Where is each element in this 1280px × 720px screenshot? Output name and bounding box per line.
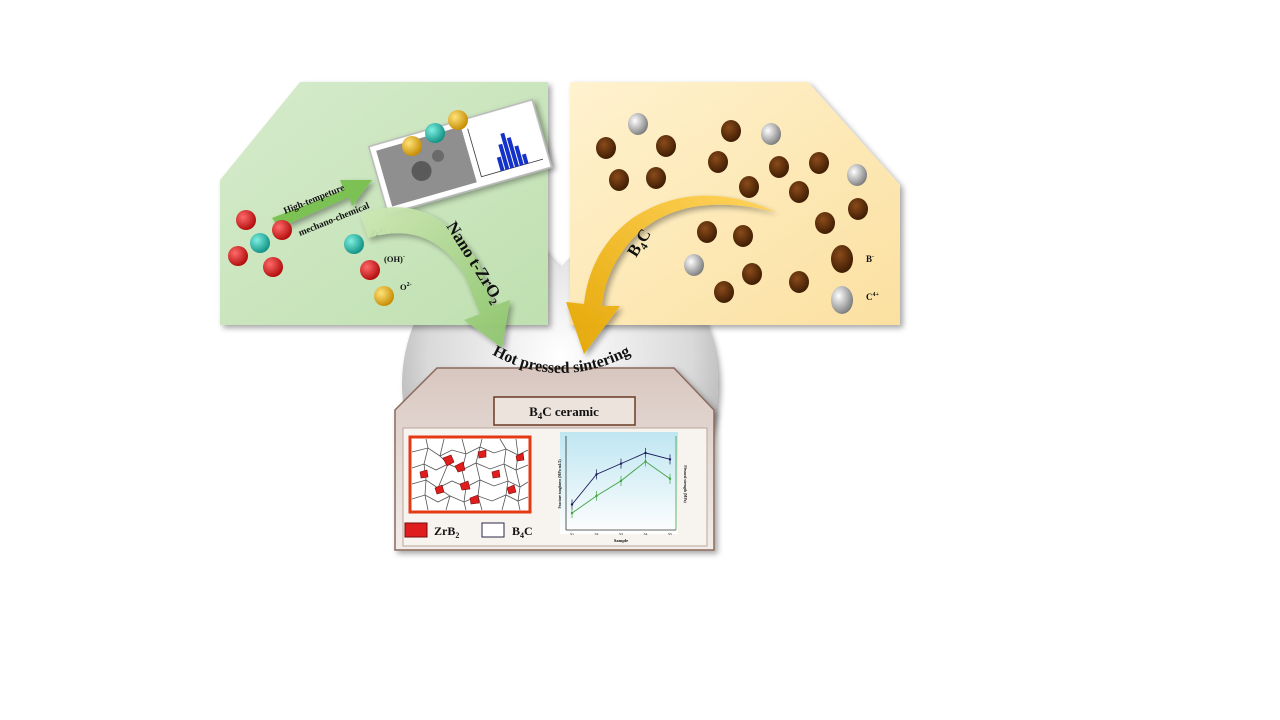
microstructure-sketch [408, 435, 532, 514]
red-particle [263, 257, 283, 277]
y-axis-right-label: Flexural strength (MPa) [683, 465, 687, 503]
legend-o: O2- [400, 282, 412, 292]
x-tick-label: S4 [644, 532, 648, 536]
data-point [595, 473, 598, 476]
legend-oh: (OH)- [384, 254, 405, 264]
teal-particle [250, 233, 270, 253]
data-point [668, 458, 672, 461]
b4c-legend: B- C4+ [831, 245, 880, 314]
ceramic-legend: ZrB2 B4C [404, 522, 533, 540]
x-tick-label: S1 [570, 532, 574, 536]
legend-b: B- [866, 254, 874, 264]
left-particles [228, 110, 468, 277]
red-particle [272, 220, 292, 240]
x-tick-label: S2 [595, 532, 599, 536]
gold-particle [448, 110, 468, 130]
zrb2-swatch [404, 522, 428, 538]
x-tick-label: S5 [668, 532, 672, 536]
properties-chart: S1 S2 S3 S4 S5 Sample Fracture toughness (MP… [558, 432, 687, 543]
y-axis-left-label: Fracture toughness (MPa·m1/2) [558, 459, 562, 509]
legend-c: C4+ [866, 292, 880, 302]
oxide-ion-icon [374, 286, 394, 306]
data-point [595, 494, 598, 498]
right-particles [596, 113, 868, 303]
data-point [644, 460, 647, 463]
data-point [570, 503, 574, 506]
carbon-ion-icon [831, 286, 853, 314]
boron-ion-icon [831, 245, 853, 273]
teal-particle [425, 123, 445, 143]
ceramic-title-box: B4C ceramic [493, 396, 636, 426]
red-particle [228, 246, 248, 266]
b4c-swatch [481, 522, 505, 538]
zr-ion-icon [344, 234, 364, 254]
x-axis-label: Sample [614, 538, 628, 543]
red-particle [236, 210, 256, 230]
data-point [619, 462, 623, 465]
legend-b4c: B4C [512, 524, 533, 540]
ceramic-title: B4C ceramic [529, 404, 599, 421]
legend-zrb2: ZrB2 [434, 524, 459, 540]
data-point [570, 511, 574, 515]
gold-particle [402, 136, 422, 156]
size-histogram [467, 128, 544, 178]
hydroxide-ion-icon [360, 260, 380, 280]
x-tick-label: S3 [619, 532, 623, 536]
data-point [668, 477, 672, 480]
data-point [619, 479, 623, 483]
data-point [644, 451, 647, 455]
chart-background [560, 432, 678, 534]
